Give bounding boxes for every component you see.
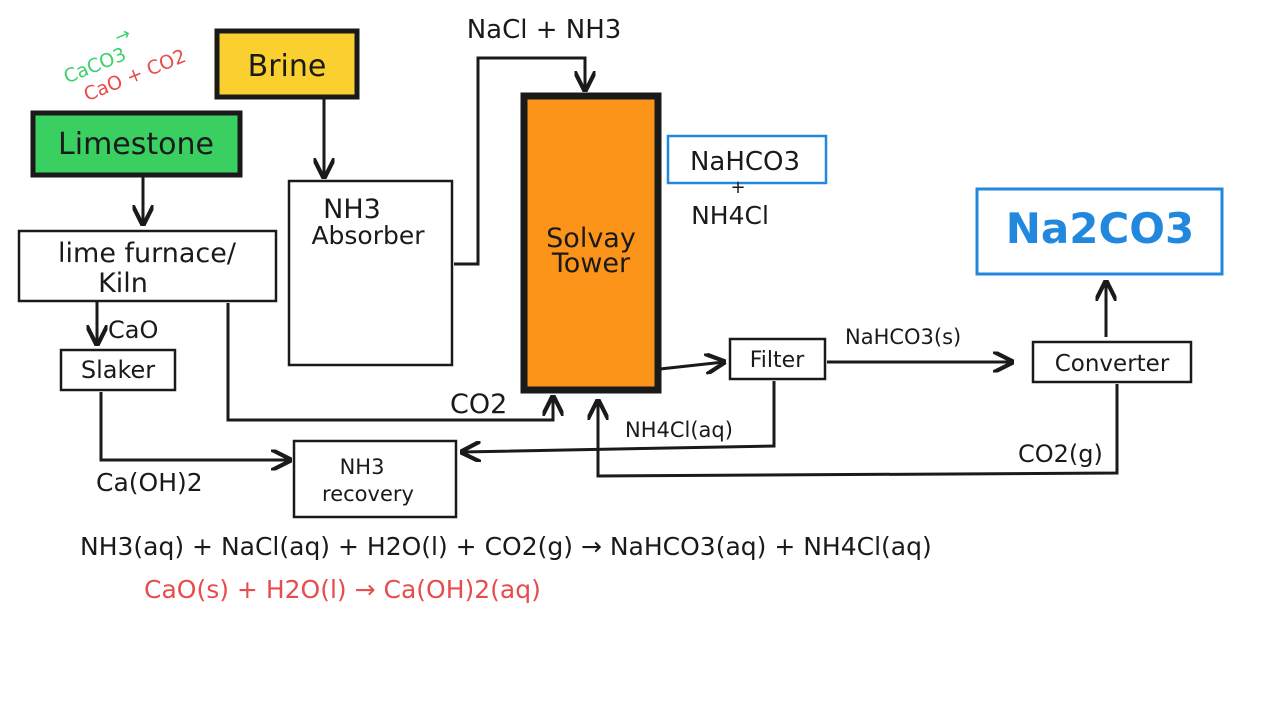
arrow-slaker-recovery bbox=[99, 392, 290, 460]
converter-box: Converter bbox=[1031, 340, 1193, 384]
nh3-recovery-box: NH3 recovery bbox=[292, 439, 458, 519]
equation-slaking: CaO(s) + H2O(l) → Ca(OH)2(aq) bbox=[144, 575, 541, 604]
slaker-box: Slaker bbox=[59, 348, 177, 392]
filter-label: Filter bbox=[750, 348, 805, 373]
arrow-filter-recovery bbox=[462, 381, 776, 452]
absorber-label-line1: NH3 bbox=[323, 194, 381, 225]
nahco3-box: NaHCO3 bbox=[666, 134, 828, 185]
tower-output-nh4cl: NH4Cl bbox=[691, 201, 769, 230]
tower-label-line2: Tower bbox=[551, 248, 631, 279]
co2g-label: CO2(g) bbox=[1018, 440, 1103, 468]
limestone-label: Limestone bbox=[58, 127, 214, 162]
limestone-box: Limestone bbox=[30, 110, 243, 178]
note-arrow-icon: → bbox=[112, 23, 134, 48]
tower-output-plus: + bbox=[730, 177, 745, 198]
lime-kiln-box: lime furnace/ Kiln bbox=[17, 229, 278, 303]
brine-box: Brine bbox=[214, 28, 360, 100]
nh3-absorber-box: NH3 Absorber bbox=[287, 179, 454, 367]
caoh2-label: Ca(OH)2 bbox=[96, 468, 203, 497]
nahco3s-label: NaHCO3(s) bbox=[845, 325, 961, 349]
tower-label-line1: Solvay bbox=[546, 223, 636, 254]
arrow-converter-tower-co2 bbox=[598, 384, 1119, 478]
absorber-label-line2: Absorber bbox=[311, 221, 425, 250]
kiln-label-line1: lime furnace/ bbox=[58, 238, 237, 269]
equation-main: NH3(aq) + NaCl(aq) + H2O(l) + CO2(g) → N… bbox=[80, 532, 932, 561]
arrow-tower-filter bbox=[659, 362, 724, 369]
tower-output-nahco3: NaHCO3 bbox=[690, 147, 800, 177]
recovery-label-line1: NH3 bbox=[340, 455, 385, 479]
arrow-absorber-tower bbox=[454, 56, 585, 266]
reaction-note: CaCO3 → CaO + CO2 bbox=[61, 23, 190, 106]
feed-label: NaCl + NH3 bbox=[467, 15, 622, 45]
arrow-kiln-tower-co2 bbox=[226, 303, 553, 422]
nh4claq-label: NH4Cl(aq) bbox=[625, 418, 733, 442]
converter-label: Converter bbox=[1055, 351, 1170, 377]
cao-label: CaO bbox=[108, 316, 158, 344]
na2co3-product-box: Na2CO3 bbox=[975, 187, 1224, 276]
connectors bbox=[97, 56, 1119, 478]
co2-label: CO2 bbox=[450, 389, 507, 420]
product-label: Na2CO3 bbox=[1006, 204, 1194, 253]
slaker-label: Slaker bbox=[81, 356, 155, 384]
filter-box: Filter bbox=[728, 337, 827, 381]
kiln-label-line2: Kiln bbox=[98, 268, 148, 299]
brine-label: Brine bbox=[248, 49, 327, 84]
recovery-label-line2: recovery bbox=[322, 482, 414, 506]
solvay-tower-box: Solvay Tower bbox=[520, 92, 662, 394]
